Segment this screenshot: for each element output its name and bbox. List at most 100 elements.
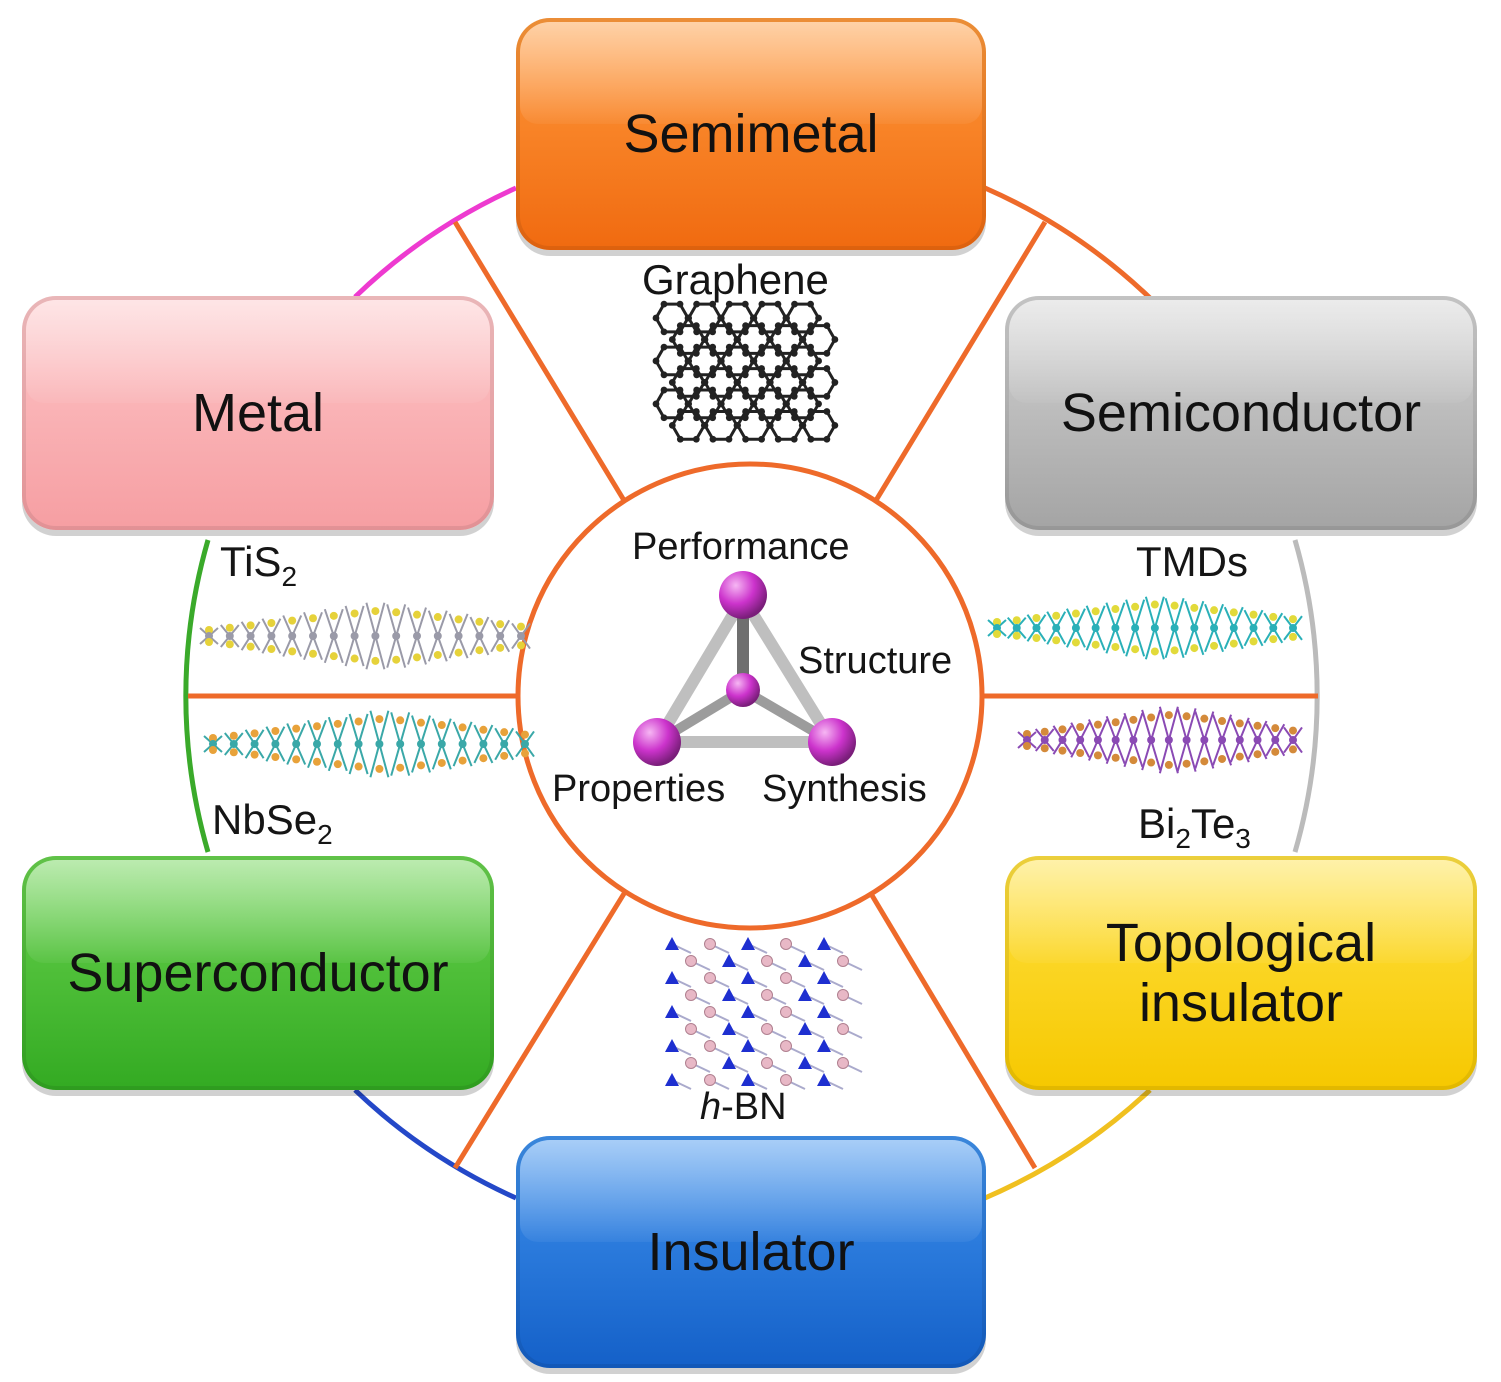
bi2te3-atom <box>1111 718 1120 727</box>
hbn-boron <box>704 972 716 984</box>
tmds-atom <box>1289 632 1297 641</box>
tis2-atom <box>496 632 505 640</box>
bi2te3-structure <box>1017 706 1303 774</box>
nbse2-atom <box>458 756 467 765</box>
hbn-nitrogen <box>741 1005 755 1018</box>
graphene-hexagon <box>752 388 788 420</box>
bi2te3-atom <box>1147 713 1156 722</box>
graphene-atom <box>758 343 766 351</box>
graphene-atom <box>693 343 701 351</box>
graphene-atom <box>709 343 717 351</box>
bi2te3-atom <box>1271 747 1280 756</box>
graphene-atom <box>750 400 758 408</box>
graphene-atom <box>742 322 749 330</box>
nbse2-atom <box>313 740 321 748</box>
graphene-hexagon <box>768 410 804 441</box>
tmds-atom <box>1229 624 1238 632</box>
graphene-atom <box>693 386 701 394</box>
tmds-atom <box>1032 614 1041 622</box>
tmds-atom <box>1269 635 1278 644</box>
graphene-atom <box>799 336 807 343</box>
hbn-nitrogen <box>722 1022 736 1035</box>
graphene-atom <box>823 435 831 443</box>
tmds-atom <box>1170 624 1179 632</box>
graphene-atom <box>676 371 684 379</box>
topological-insulator-label: Topological insulator <box>1105 912 1377 1033</box>
tmds-atom <box>1131 624 1140 632</box>
tmds-atom <box>1269 624 1278 632</box>
nbse2-atom <box>354 762 363 771</box>
hbn-boron <box>837 989 849 1001</box>
hbn-boron <box>685 989 697 1001</box>
tmds-atom <box>1210 606 1219 615</box>
hbn-boron <box>704 1074 716 1086</box>
tis2-label: TiS2 <box>220 538 298 592</box>
nbse2-atom <box>479 740 488 748</box>
hbn-nitrogen <box>798 1022 812 1035</box>
graphene-atom <box>758 371 766 379</box>
bi2te3-atom <box>1200 714 1209 723</box>
graphene-atom <box>758 435 765 443</box>
tmds-atom <box>1032 624 1041 632</box>
tis2-atom <box>288 632 297 640</box>
graphene-atom <box>774 371 782 379</box>
hbn-boron <box>780 1040 792 1052</box>
bi2te3-atom <box>1182 759 1191 768</box>
bi2te3-atom <box>1164 760 1173 769</box>
tis2-atom <box>288 616 297 625</box>
bi2te3-atom <box>1200 757 1209 766</box>
graphene-atom <box>652 314 660 322</box>
bi2te3-atom <box>1253 736 1262 744</box>
nbse2-atom <box>354 740 363 748</box>
bi2te3-atom <box>1200 736 1209 744</box>
graphene-atom <box>692 322 700 330</box>
hbn-boron <box>780 972 792 984</box>
nbse2-atom <box>333 719 342 728</box>
tis2-atom <box>225 632 234 640</box>
tis2-atom <box>433 650 442 659</box>
graphene-atom <box>807 343 814 351</box>
graphene-atom <box>709 414 717 422</box>
graphene-atom <box>774 343 782 351</box>
nbse2-atom <box>209 734 217 742</box>
graphene-hexagon <box>752 345 788 377</box>
tetrahedron-icon <box>633 571 856 766</box>
graphene-atom <box>741 386 749 394</box>
graphene-hexagon <box>719 302 756 334</box>
graphene-hexagon <box>768 324 804 355</box>
graphene-hexagon <box>654 345 690 377</box>
tis2-atom <box>246 642 255 651</box>
graphene-atom <box>807 392 815 400</box>
graphene-atom <box>766 336 774 343</box>
graphene-atom <box>742 408 749 415</box>
hbn-lattice <box>665 937 863 1090</box>
graphene-hexagon <box>752 302 788 334</box>
graphene-atom <box>692 349 700 357</box>
graphene-atom <box>685 357 693 365</box>
nbse2-atom <box>500 728 509 737</box>
tmds-atom <box>1190 603 1199 612</box>
graphene-atom <box>823 349 831 357</box>
tis2-atom <box>413 632 421 640</box>
spoke-upper-right <box>872 220 1048 504</box>
graphene-atom <box>741 328 749 336</box>
graphene-atom <box>799 421 807 429</box>
spoke-lower-right <box>867 890 1038 1170</box>
insulator-box: Insulator <box>516 1136 986 1368</box>
bi2te3-atom <box>1093 720 1102 729</box>
graphene-atom <box>709 328 717 336</box>
bi2te3-atom <box>1218 717 1227 726</box>
nbse2-atom <box>396 716 405 725</box>
tmds-atom <box>1071 609 1080 618</box>
graphene-atom <box>693 414 701 422</box>
graphene-atom <box>709 322 717 330</box>
hbn-boron <box>837 955 849 967</box>
graphene-hexagon <box>801 367 837 398</box>
bi2te3-atom <box>1235 719 1244 728</box>
tis2-atom <box>267 645 276 654</box>
graphene-atom <box>701 421 709 429</box>
tmds-atom <box>1150 600 1159 609</box>
tis2-atom <box>475 617 484 626</box>
nbse2-atom <box>292 755 301 764</box>
metal-label: Metal <box>191 382 325 443</box>
